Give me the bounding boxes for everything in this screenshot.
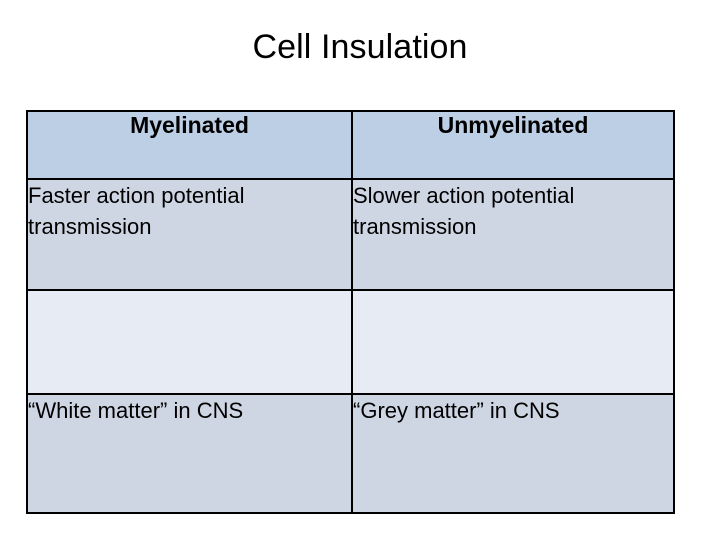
cell-unmyelinated-matter: “Grey matter” in CNS xyxy=(351,393,675,514)
page-title: Cell Insulation xyxy=(252,28,468,66)
cell-text: “White matter” in CNS xyxy=(28,398,244,423)
cell-text: Slower action potential transmission xyxy=(353,183,575,239)
table-row: “White matter” in CNS “Grey matter” in C… xyxy=(26,393,675,514)
table-row xyxy=(26,289,675,395)
cell-text: Faster action potential transmission xyxy=(28,183,245,239)
table-header-row: Myelinated Unmyelinated xyxy=(26,110,675,180)
cell-myelinated-empty xyxy=(26,289,353,395)
cell-myelinated-transmission: Faster action potential transmission xyxy=(26,178,353,291)
cell-unmyelinated-empty xyxy=(351,289,675,395)
cell-myelinated-matter: “White matter” in CNS xyxy=(26,393,353,514)
column-header-myelinated: Myelinated xyxy=(26,110,353,180)
comparison-table: Myelinated Unmyelinated Faster action po… xyxy=(26,110,675,514)
column-header-unmyelinated: Unmyelinated xyxy=(351,110,675,180)
cell-unmyelinated-transmission: Slower action potential transmission xyxy=(351,178,675,291)
cell-text: “Grey matter” in CNS xyxy=(353,398,560,423)
table-row: Faster action potential transmission Slo… xyxy=(26,178,675,291)
